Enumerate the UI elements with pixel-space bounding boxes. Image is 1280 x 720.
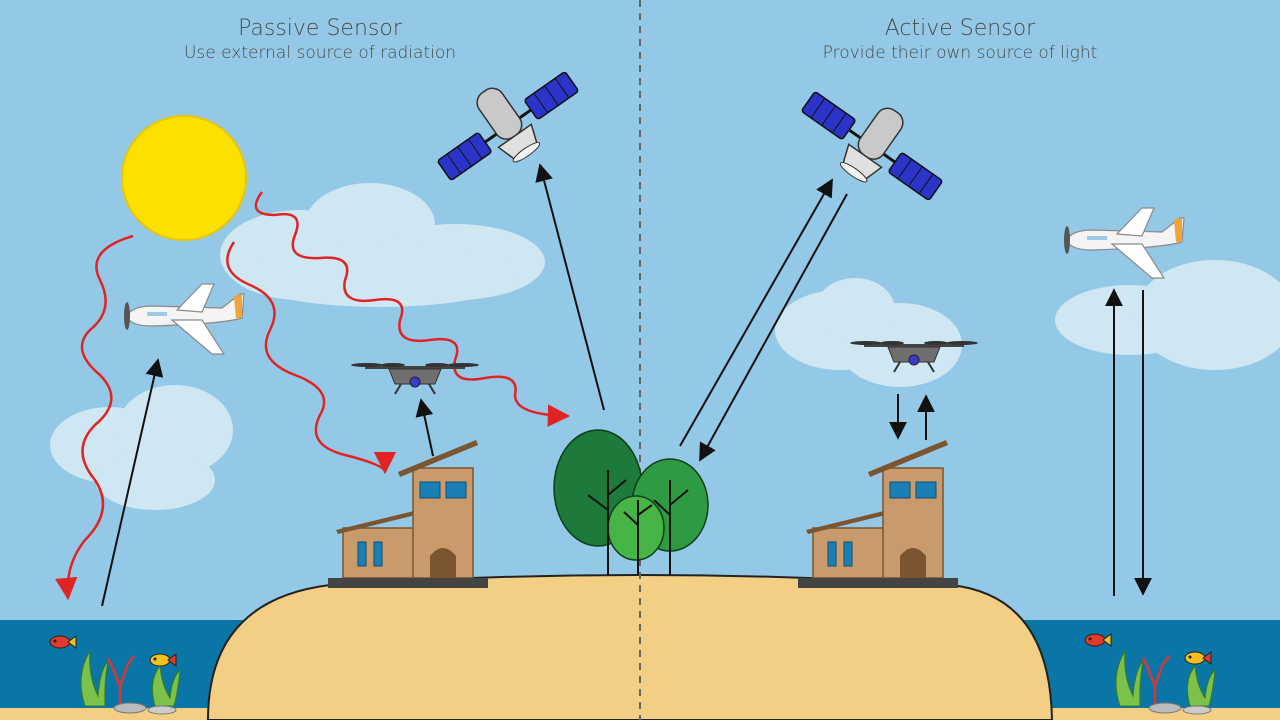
cloud-icon (1055, 260, 1280, 370)
arrow-house-to-drone (415, 398, 434, 457)
island (206, 574, 1054, 720)
sun-icon (121, 115, 247, 241)
active-sensor-title: Active Sensor (884, 16, 1036, 41)
tree-icon (553, 429, 709, 575)
arrow-sea-to-plane (101, 358, 164, 607)
arrow-down-from-satellite (699, 193, 848, 462)
arrow-up-to-satellite (679, 178, 833, 447)
active-sensor-heading: Active Sensor Provide their own source o… (760, 16, 1160, 64)
radiation-wave-sea (54, 234, 134, 601)
radiation-waves (54, 191, 571, 601)
passive-sensor-heading: Passive Sensor Use external source of ra… (120, 16, 520, 64)
active-arrows (679, 178, 1152, 596)
radiation-wave-house (226, 241, 397, 475)
passive-arrows (101, 163, 605, 607)
passive-sensor-title: Passive Sensor (238, 16, 402, 41)
passive-sensor-subtitle: Use external source of radiation (183, 43, 457, 63)
active-sensor-subtitle: Provide their own source of light (822, 43, 1098, 63)
cloud-icon (50, 385, 233, 510)
arrow-trees-to-satellite (535, 163, 605, 411)
radiation-wave-trees (254, 191, 571, 427)
